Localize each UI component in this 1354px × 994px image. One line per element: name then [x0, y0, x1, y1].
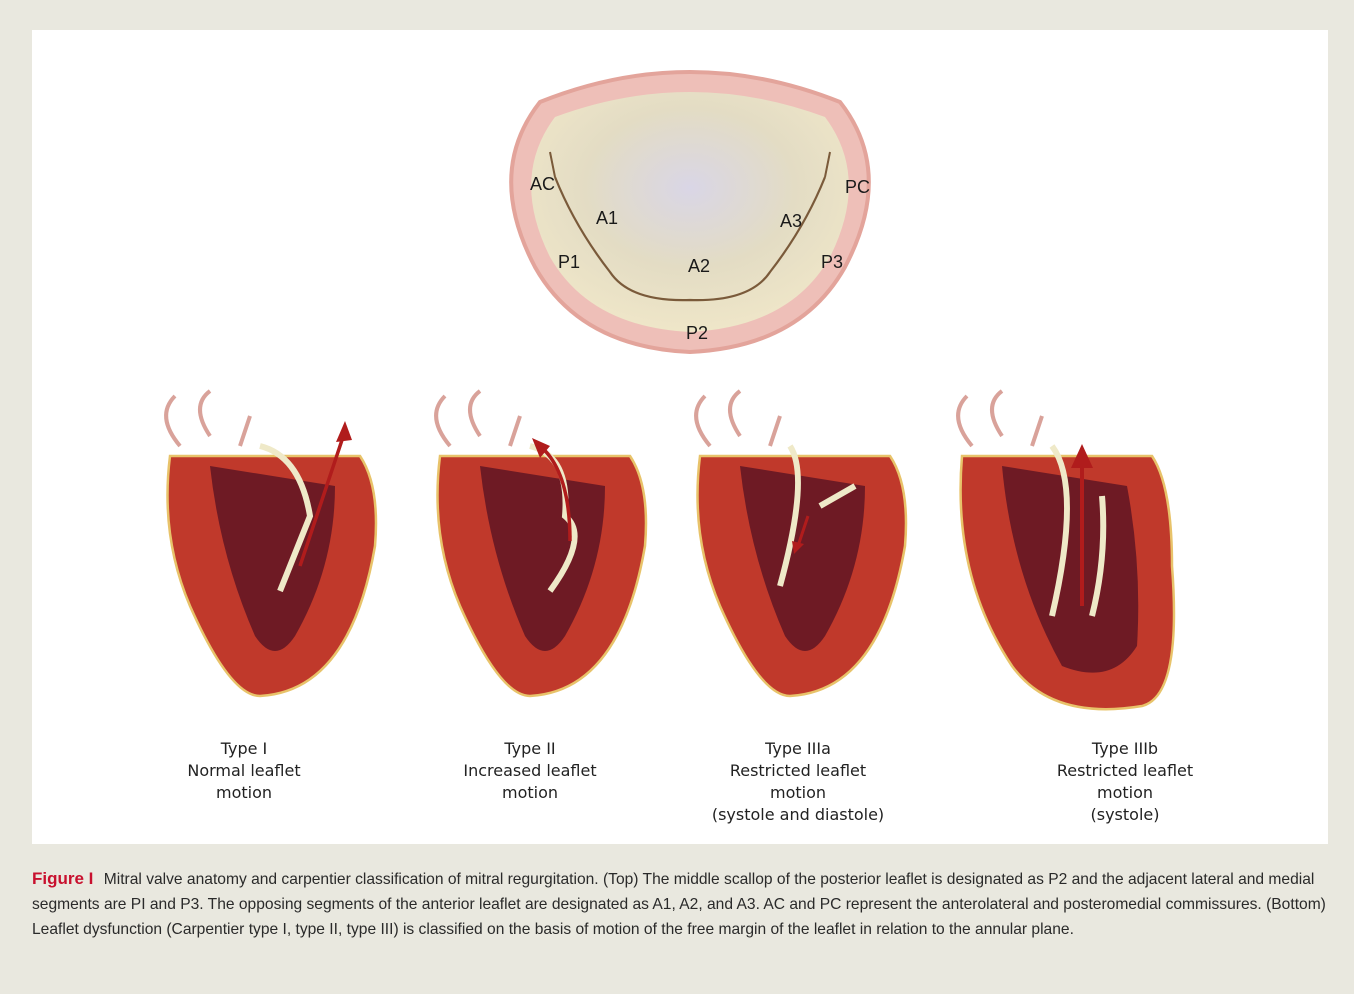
type-3b-title: Type IIIb [995, 738, 1255, 760]
label-p3: P3 [821, 252, 843, 273]
label-a2: A2 [688, 256, 710, 277]
type-3b-line-2: Restricted leaflet [995, 760, 1255, 782]
figure-caption: Figure I Mitral valve anatomy and carpen… [32, 866, 1328, 942]
type-2-title: Type II [400, 738, 660, 760]
mitral-valve-svg [500, 62, 880, 362]
type-2-caption: Type II Increased leaflet motion [400, 738, 660, 804]
label-p2: P2 [686, 323, 708, 344]
heart-type-1-illustration [150, 376, 400, 716]
type-2-line-2: Increased leaflet [400, 760, 660, 782]
type-3a-line-3: motion [668, 782, 928, 804]
mitral-valve-illustration: AC PC A1 A3 P1 A2 P3 P2 [500, 62, 880, 362]
label-pc: PC [845, 177, 870, 198]
type-3b-line-4: (systole) [995, 804, 1255, 826]
type-1-caption: Type I Normal leaflet motion [114, 738, 374, 804]
figure-panel: AC PC A1 A3 P1 A2 P3 P2 [32, 30, 1328, 844]
label-a3: A3 [780, 211, 802, 232]
type-3b-caption: Type IIIb Restricted leaflet motion (sys… [995, 738, 1255, 826]
type-1-line-3: motion [114, 782, 374, 804]
type-3a-title: Type IIIa [668, 738, 928, 760]
figure-label: Figure I [32, 869, 93, 888]
type-2-line-3: motion [400, 782, 660, 804]
heart-type-3a-illustration [680, 376, 930, 716]
type-1-line-2: Normal leaflet [114, 760, 374, 782]
label-a1: A1 [596, 208, 618, 229]
heart-type-2-illustration [420, 376, 670, 716]
type-3b-line-3: motion [995, 782, 1255, 804]
label-ac: AC [530, 174, 555, 195]
type-3a-line-2: Restricted leaflet [668, 760, 928, 782]
type-3a-line-4: (systole and diastole) [668, 804, 928, 826]
heart-type-3b-illustration [942, 376, 1222, 716]
figure-caption-text: Mitral valve anatomy and carpentier clas… [32, 871, 1326, 938]
label-p1: P1 [558, 252, 580, 273]
type-3a-caption: Type IIIa Restricted leaflet motion (sys… [668, 738, 928, 826]
type-1-title: Type I [114, 738, 374, 760]
